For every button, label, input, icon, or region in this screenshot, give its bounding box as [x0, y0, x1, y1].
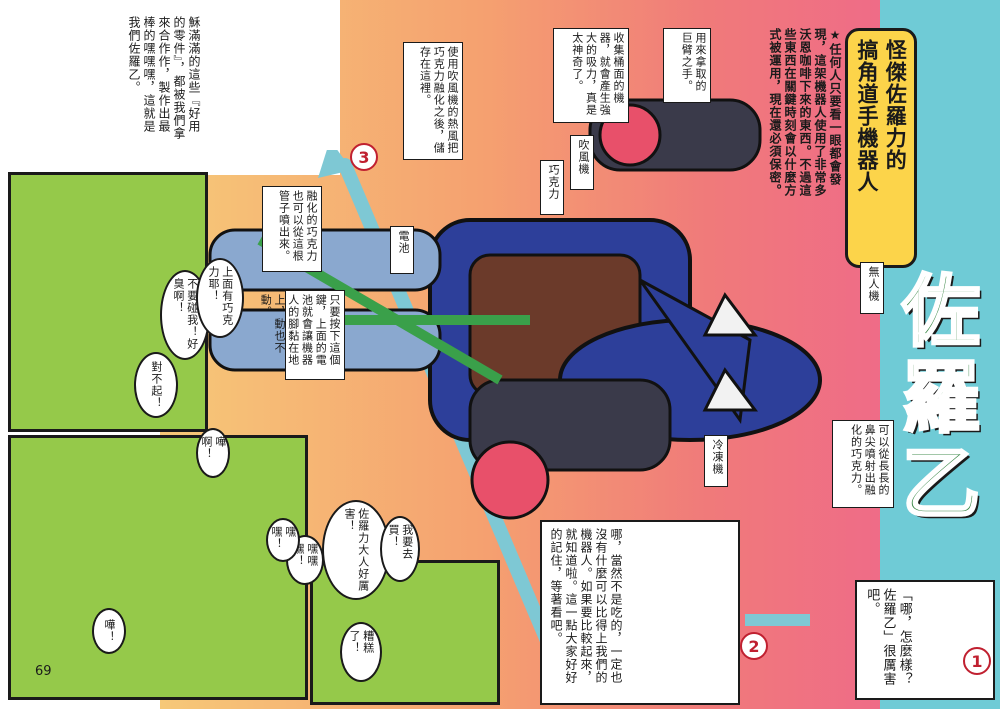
story-text-2: 哪，當然不是吃的，一定也沒有什麼可以比得上我們的機器人。如果要比較起來，就知道啦… [549, 528, 623, 684]
callout-chocolate-label: 巧克力 [540, 160, 564, 215]
callout-battery-label: 電池 [390, 226, 414, 274]
story-text-1: 「哪，怎麼樣？佐羅乙」很厲害吧。 [864, 588, 912, 686]
story-box-3: 穌滿滿的這些『好用的零件』，都被我們拿來合作作，製作出最棒的嘿嘿嘿，這就是我們佐… [120, 10, 340, 150]
speech-bubble-9: 嘿嘿！ [266, 518, 300, 562]
speech-bubble-7: 糟糕了！ [340, 622, 382, 682]
speech-bubble-6: 嘿嘿嘿！ [286, 535, 324, 585]
story-box-2: 哪，當然不是吃的，一定也沒有什麼可以比得上我們的機器人。如果要比較起來，就知道啦… [540, 520, 740, 705]
story-text-3: 穌滿滿的這些『好用的零件』，都被我們拿來合作作，製作出最棒的嘿嘿嘿，這就是我們佐… [127, 16, 201, 140]
speech-bubble-4: 嘩啊！ [196, 428, 230, 478]
marker-1: 1 [963, 647, 991, 675]
title-line-1: 怪傑佐羅力的 [883, 39, 908, 171]
story-box-1: 「哪，怎麼樣？佐羅乙」很厲害吧。 [855, 580, 995, 700]
marker-2: 2 [740, 632, 768, 660]
callout-cooler-label: 冷凍機 [704, 435, 728, 487]
marker-3: 3 [350, 143, 378, 171]
page-number: 69 [35, 664, 52, 679]
intro-text: ★任何人只要看一眼都會發現，這架機器人使用了非常多沃恩咖啡下來的東西。不過這些東… [768, 28, 842, 197]
callout-pipe: 融化的巧克力也可以從這根管子噴出來。 [262, 186, 322, 272]
robot-illustration [208, 98, 822, 520]
callout-spray: 可以從長長的鼻尖噴射出融化的巧克力。 [832, 420, 894, 508]
callout-feet: 只要按下這個鍵，上面的電池就會讓機器人的腳黏在地上，動也不動。 [259, 290, 345, 380]
big-title: 佐羅乙 [888, 269, 981, 530]
callout-vacuum-store: 使用吹風機的熱風把巧克力融化之後，儲存在這裡。 [403, 42, 463, 160]
speech-bubble-3: 對不起！ [134, 352, 178, 418]
speech-bubble-2: 上面有巧克力耶！ [196, 258, 244, 338]
callout-vacuum-desc: 收集桶面的機器，就會產生強大的吸力，真是太神奇了。 [553, 28, 629, 123]
comic-panel-bottom-left [8, 435, 308, 700]
title-box: 怪傑佐羅力的 搞角道手機器人 [845, 28, 917, 268]
speech-bubble-8: 嘩！ [92, 608, 126, 654]
callout-drone-label: 無人機 [860, 262, 884, 314]
callout-hand: 用來拿取的巨臂之手。 [663, 28, 711, 103]
title-line-2: 搞角道手機器人 [855, 39, 879, 193]
speech-bubble-10: 我要去買！ [380, 516, 420, 582]
callout-vacuum-label: 吹風機 [570, 135, 594, 190]
